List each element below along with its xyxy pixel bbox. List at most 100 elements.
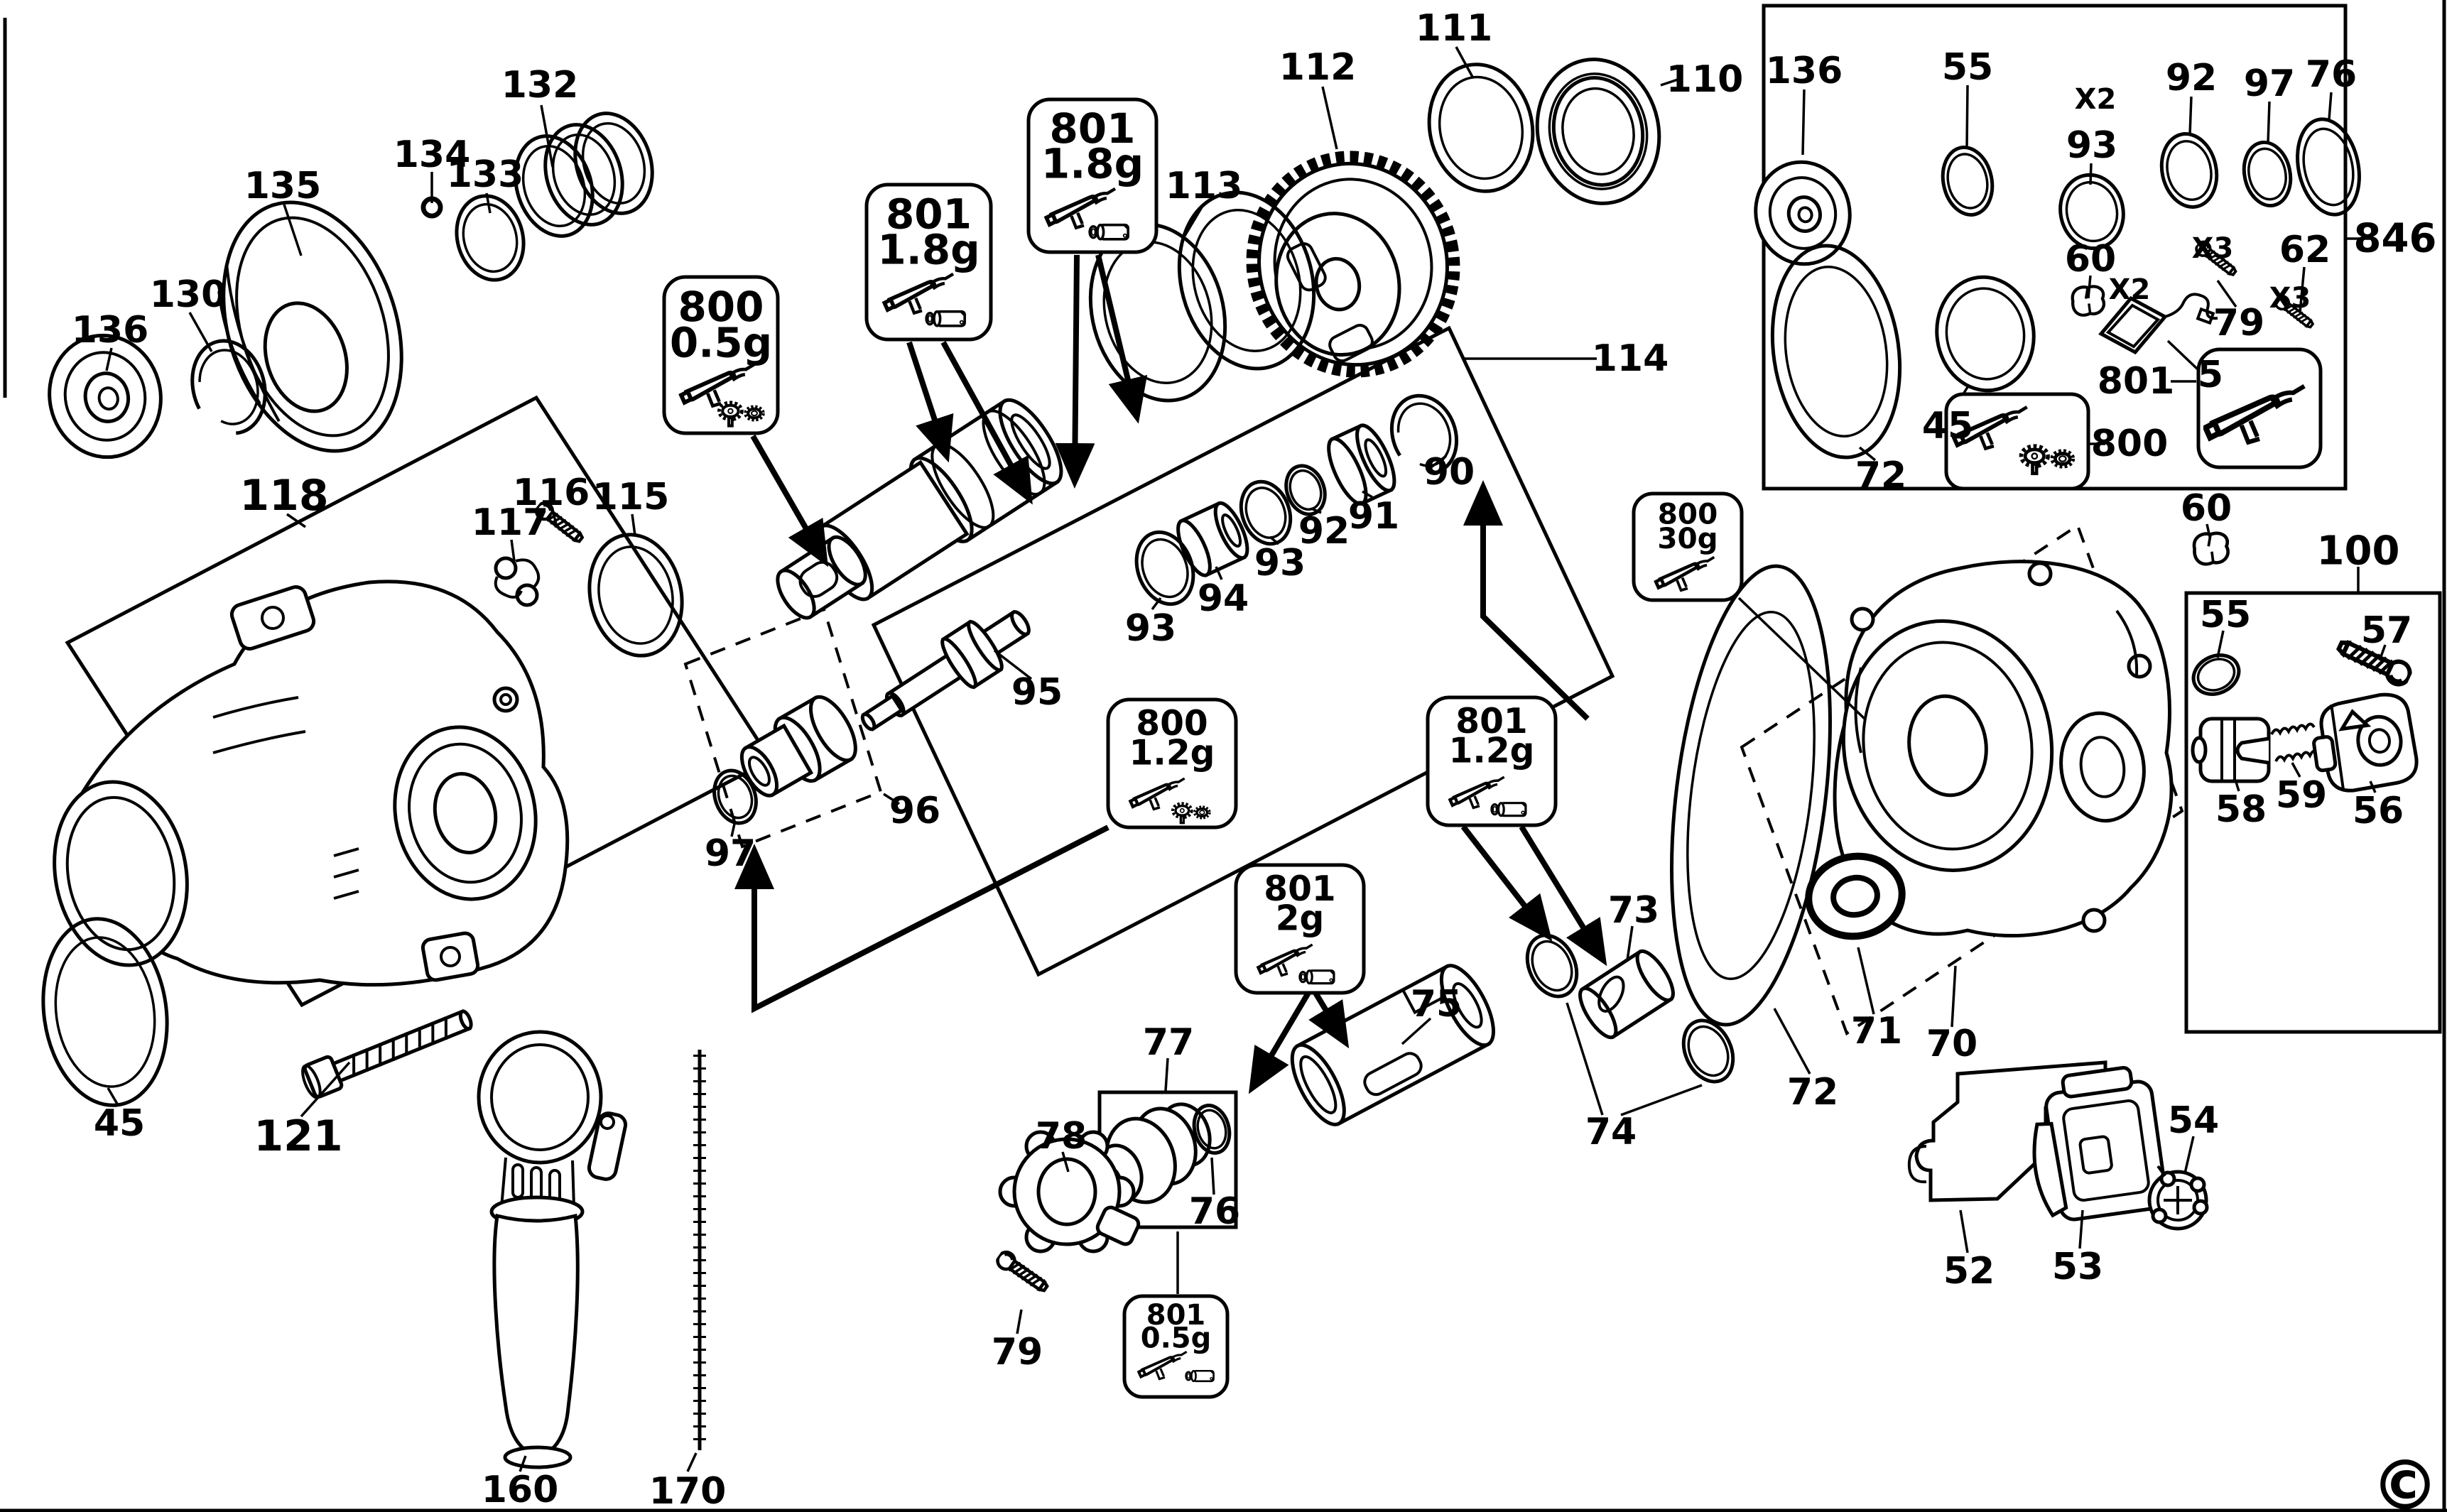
part-label-79: 79 xyxy=(2213,302,2264,344)
o-ring-74-right xyxy=(1681,1018,1735,1084)
leader-line xyxy=(1401,1017,1432,1045)
part-label-95: 95 xyxy=(1011,671,1063,714)
assembly-arrows-layer xyxy=(734,254,1607,1094)
leader-line xyxy=(1311,507,1322,514)
part-label-135: 135 xyxy=(244,165,322,207)
leader-line xyxy=(2087,275,2092,299)
part-label-55: 55 xyxy=(1942,46,1993,89)
grease-code: 801 xyxy=(886,190,972,238)
part-label-77: 77 xyxy=(1143,1021,1194,1064)
grease-amount: 1.8g xyxy=(1041,139,1144,187)
group-box-100 xyxy=(2184,591,2442,1034)
leader-line xyxy=(1151,597,1162,611)
parts-artwork-layer xyxy=(48,151,2419,1469)
part-label-70: 70 xyxy=(1926,1023,1977,1065)
leader-line xyxy=(1362,490,1373,499)
cart-icon xyxy=(1490,801,1527,817)
o-ring-74-left xyxy=(1525,933,1579,999)
part-label-97: 97 xyxy=(2244,62,2295,105)
part-label-75: 75 xyxy=(1411,983,1462,1026)
grease-amount: 0.5g xyxy=(670,318,772,366)
leader-line xyxy=(2299,266,2306,313)
part-5-gasket-drawing xyxy=(2098,293,2218,355)
grease-code: 800 xyxy=(678,283,764,331)
grease-code: 801 xyxy=(1049,104,1135,153)
part-54-dial-drawing xyxy=(2147,1165,2209,1231)
leader-line xyxy=(485,192,492,214)
part-label-56: 56 xyxy=(2353,790,2404,832)
grease-code: 801 xyxy=(1146,1299,1206,1332)
part-95-striker-drawing xyxy=(860,609,1031,731)
part-121-bolt-drawing xyxy=(301,1009,473,1099)
part-label-52: 52 xyxy=(1943,1250,1995,1293)
o-ring-55-right xyxy=(2191,653,2241,696)
grease-code: 801 xyxy=(1264,869,1335,909)
part-label-72: 72 xyxy=(1855,455,1906,497)
leader-line xyxy=(1620,1084,1703,1116)
part-label-53: 53 xyxy=(2052,1246,2103,1288)
part-91-seal-cup-drawing xyxy=(1327,423,1396,506)
leader-line xyxy=(1950,965,1957,1028)
part-label-58: 58 xyxy=(2215,788,2267,831)
part-label-93: 93 xyxy=(2066,124,2117,167)
assembly-arrow xyxy=(1463,480,1590,721)
part-135-boot-drawing xyxy=(217,200,403,453)
part-label-100: 100 xyxy=(2317,528,2400,575)
part-75-cylinder-drawing xyxy=(1290,964,1495,1126)
leader-line xyxy=(519,1455,527,1472)
part-56-mode-knob-drawing xyxy=(2312,692,2419,793)
part-label-160: 160 xyxy=(482,1469,559,1511)
part-73-sleeve-drawing xyxy=(1578,949,1675,1040)
leader-line xyxy=(1428,455,1448,470)
part-label-X3: X3 xyxy=(2192,232,2234,265)
part-label-117: 117 xyxy=(472,501,549,544)
part-label-72: 72 xyxy=(1787,1071,1838,1114)
leader-line xyxy=(1857,947,1875,1015)
part-label-94: 94 xyxy=(1198,577,1249,620)
part-label-45: 45 xyxy=(1922,405,1973,447)
o-ring-55-846 xyxy=(1941,146,1995,217)
o-rings-132-2 xyxy=(543,123,624,227)
leader-line xyxy=(2089,163,2093,185)
part-label-45: 45 xyxy=(94,1102,145,1145)
o-ring-72-right xyxy=(1670,564,1832,1027)
washer-133 xyxy=(455,194,526,282)
leader-line xyxy=(2183,1136,2195,1174)
part-label-91: 91 xyxy=(1348,495,1399,538)
grease-801-in-846 xyxy=(2196,347,2323,469)
part-96-ram-drawing xyxy=(739,695,857,798)
part-label-110: 110 xyxy=(1666,58,1744,101)
leader-line xyxy=(2216,279,2237,308)
leader-line xyxy=(1965,85,1969,148)
leader-line xyxy=(631,513,636,536)
part-label-59: 59 xyxy=(2276,774,2327,817)
cart-icon xyxy=(925,310,967,327)
part-label-79: 79 xyxy=(992,1331,1043,1374)
leader-line xyxy=(2078,1209,2084,1249)
part-label-93: 93 xyxy=(1125,607,1176,650)
leader-line xyxy=(1566,1002,1604,1116)
part-label-115: 115 xyxy=(592,476,670,518)
part-112-gear-drawing xyxy=(1246,151,1460,378)
part-label-76: 76 xyxy=(2306,53,2357,96)
leader-line xyxy=(883,793,900,805)
part-label-62: 62 xyxy=(2279,229,2331,271)
part-label-113: 113 xyxy=(1166,165,1243,207)
o-rings-132-3 xyxy=(573,112,654,215)
part-label-X2: X2 xyxy=(2075,83,2117,116)
leader-line xyxy=(105,347,113,371)
part-label-73: 73 xyxy=(1608,889,1659,932)
grease-code: 800 xyxy=(1658,497,1718,531)
grease-amount: 30g xyxy=(1657,521,1718,555)
part-label-133: 133 xyxy=(447,153,524,196)
cart-icon xyxy=(1298,969,1335,985)
leader-line xyxy=(1455,46,1475,79)
part-160-side-handle-drawing xyxy=(477,1030,628,1469)
part-label-60: 60 xyxy=(2181,487,2232,530)
part-label-97: 97 xyxy=(705,832,756,875)
part-78-collar-drawing xyxy=(998,1130,1141,1253)
leader-line xyxy=(686,1452,698,1472)
